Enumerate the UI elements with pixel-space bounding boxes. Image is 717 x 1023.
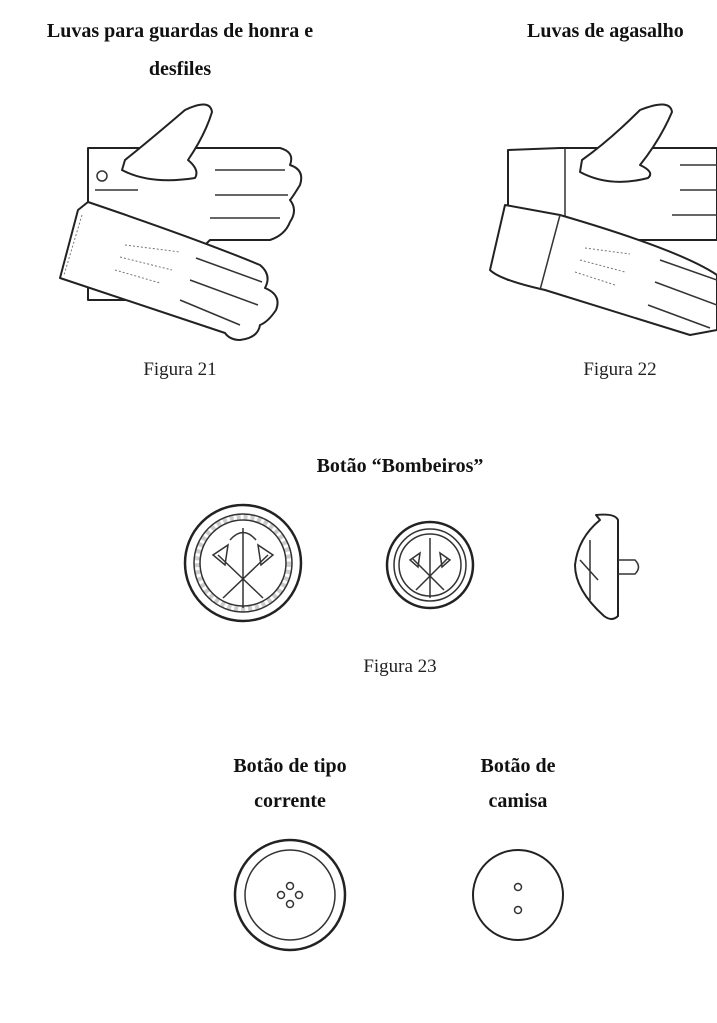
regular-button-title-line1: Botão de tipo [233, 755, 347, 777]
bombeiros-button-large [183, 503, 303, 623]
bombeiros-button-side [574, 513, 640, 620]
bombeiros-button-medium [385, 520, 475, 610]
regular-button-illustration [233, 838, 347, 952]
honor-gloves-title-line1: Luvas para guardas de honra e [46, 20, 314, 42]
warm-gloves-title: Luvas de agasalho [527, 20, 684, 42]
figure-23-caption: Figura 23 [363, 656, 437, 677]
shirt-button-title-line2: camisa [488, 790, 548, 812]
honor-gloves-title-line2: desfiles [148, 58, 212, 80]
shirt-button-title-line1: Botão de [480, 755, 556, 777]
figure-22-caption: Figura 22 [583, 359, 657, 380]
figure-21-caption: Figura 21 [143, 359, 217, 380]
honor-glove-illustration [59, 103, 303, 341]
bombeiros-button-title: Botão “Bombeiros” [316, 455, 484, 477]
warm-glove-illustration [489, 103, 717, 336]
regular-button-title-line2: corrente [254, 790, 326, 812]
shirt-button-illustration [472, 849, 564, 941]
